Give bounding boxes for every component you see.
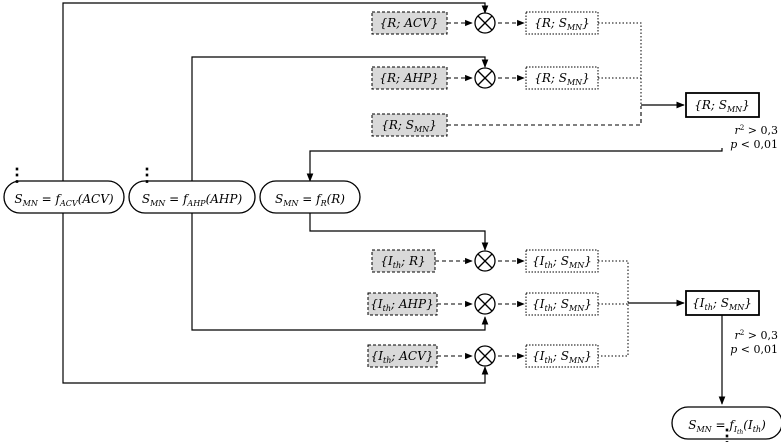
model-box-ith <box>671 406 781 440</box>
input-box-ith-acv <box>367 344 438 368</box>
criteria-r2-upper: r2 > 0,3 <box>735 124 778 137</box>
result-box-ith <box>685 290 760 316</box>
multiply-node-r-acv <box>474 12 496 34</box>
output-label-r-2: {R; SMN} <box>534 71 590 87</box>
input-box-r-smn <box>371 113 448 137</box>
ellipsis-left: ⋮ <box>8 165 26 186</box>
multiply-node-ith-ahp <box>474 293 496 315</box>
model-label-ahp: SMN = fAHP(AHP) <box>142 192 243 208</box>
connector-ahp-top <box>191 56 489 185</box>
input-label-r-ahp: {R; AHP} <box>379 71 438 85</box>
input-label-ith-r: {Ith; R} <box>380 254 425 270</box>
output-box-ith-1 <box>525 249 599 273</box>
input-label-ith-ahp: {Ith; AHP} <box>370 297 433 313</box>
multiply-node-ith-r <box>474 250 496 272</box>
ellipsis-mid: ⋮ <box>138 165 156 186</box>
result-label-r: {R; SMN} <box>694 98 750 114</box>
ellipsis-bottom: ⋮ <box>718 426 736 442</box>
input-box-ith-ahp <box>367 292 438 316</box>
input-label-ith-acv: {Ith; ACV} <box>371 349 434 365</box>
output-box-r-2 <box>525 66 599 90</box>
criteria-r2-lower: r2 > 0,3 <box>735 329 778 342</box>
connector-r-feedback <box>306 148 723 182</box>
connector-acv-top <box>62 2 489 185</box>
result-box-r <box>685 92 760 118</box>
input-box-r-acv <box>371 11 448 35</box>
dotted-merge <box>598 22 642 105</box>
input-box-ith-r <box>371 249 436 273</box>
output-label-r-1: {R; SMN} <box>534 16 590 32</box>
criteria-p-lower: p < 0,01 <box>730 343 778 356</box>
model-label-ith: SMN = fIth(Ith) <box>688 418 766 436</box>
dash-arrow <box>447 106 642 126</box>
model-label-acv: SMN = fACV(ACV) <box>14 192 113 208</box>
criteria-p-upper: p < 0,01 <box>730 138 778 151</box>
output-box-ith-3 <box>525 344 599 368</box>
output-box-ith-2 <box>525 292 599 316</box>
input-label-r-smn: {R; SMN} <box>381 118 437 134</box>
multiply-node-r-ahp <box>474 67 496 89</box>
multiply-node-ith-acv <box>474 345 496 367</box>
connector-acv-bottom <box>62 211 489 384</box>
model-label-r: SMN = fR(R) <box>275 192 345 208</box>
connector-r-bottom <box>309 211 489 251</box>
input-box-r-ahp <box>371 66 448 90</box>
model-box-acv <box>3 180 125 214</box>
model-box-r <box>259 180 361 214</box>
model-box-ahp <box>128 180 256 214</box>
connector-ahp-bottom <box>191 211 489 331</box>
output-box-r-1 <box>525 11 599 35</box>
dotted-merge <box>598 260 629 357</box>
input-label-r-acv: {R; ACV} <box>380 16 439 30</box>
